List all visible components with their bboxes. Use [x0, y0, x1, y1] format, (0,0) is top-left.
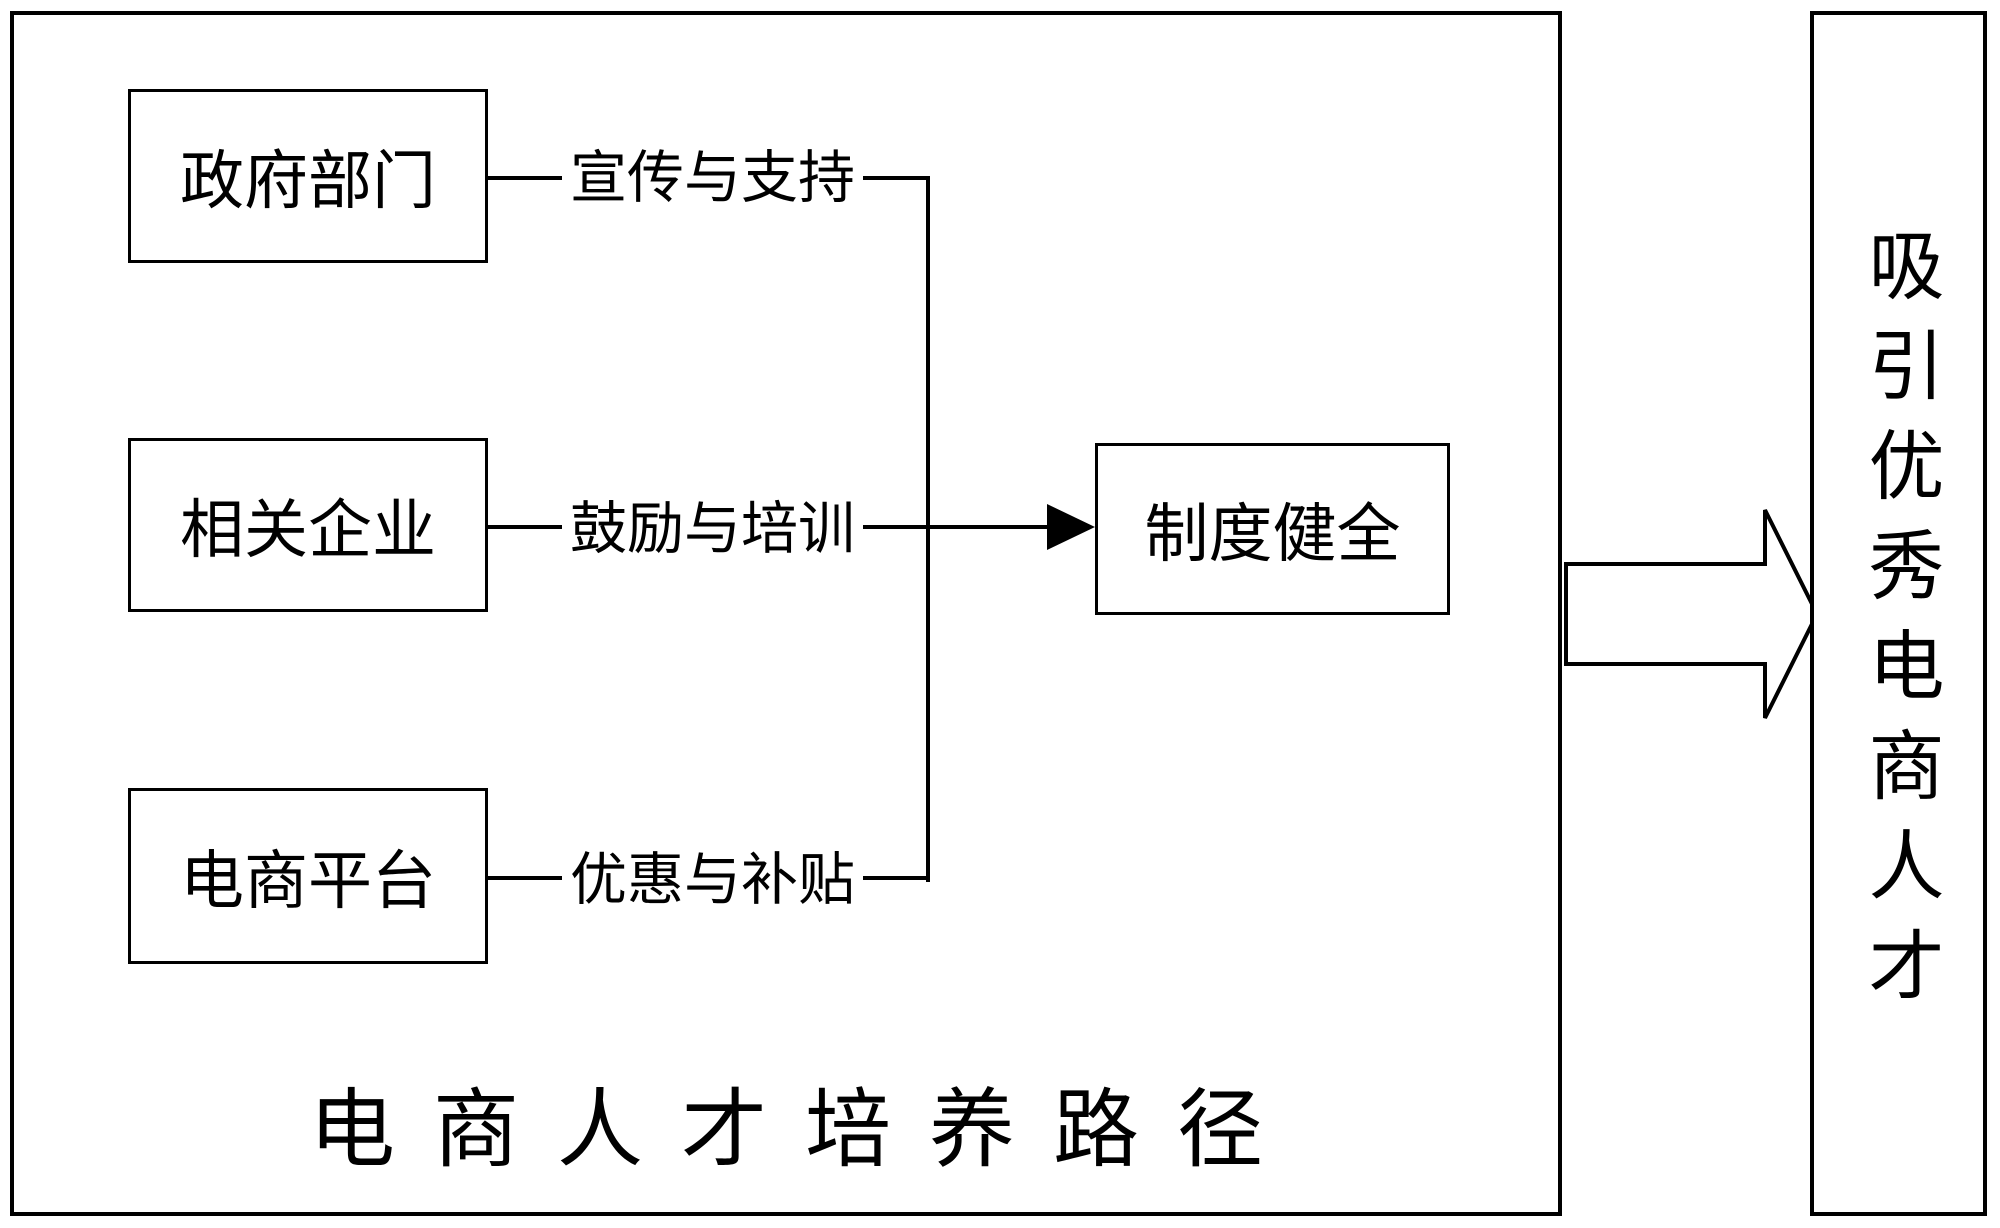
node-platforms: 电商平台: [128, 788, 488, 964]
node-platforms-label: 电商平台: [180, 845, 436, 917]
node-system: 制度健全: [1095, 443, 1450, 615]
result-text: 吸引优秀电商人才: [1856, 225, 1942, 1026]
big-right-arrow-icon: [1564, 509, 1820, 719]
connector-label-subsidy: 优惠与补贴: [562, 848, 863, 912]
node-enterprises-label: 相关企业: [180, 494, 436, 566]
arrowhead-icon: [1047, 504, 1095, 550]
connector-line-vertical: [926, 176, 930, 882]
connector-label-publicity: 宣传与支持: [562, 146, 863, 210]
connector-label-training: 鼓励与培训: [562, 497, 863, 561]
node-government-label: 政府部门: [180, 145, 436, 217]
diagram-title: 电商人才培养路径: [309, 1082, 1301, 1178]
node-enterprises: 相关企业: [128, 438, 488, 612]
result-panel: 吸引优秀电商人才: [1810, 11, 1987, 1216]
node-government: 政府部门: [128, 89, 488, 263]
node-system-label: 制度健全: [1144, 498, 1401, 570]
